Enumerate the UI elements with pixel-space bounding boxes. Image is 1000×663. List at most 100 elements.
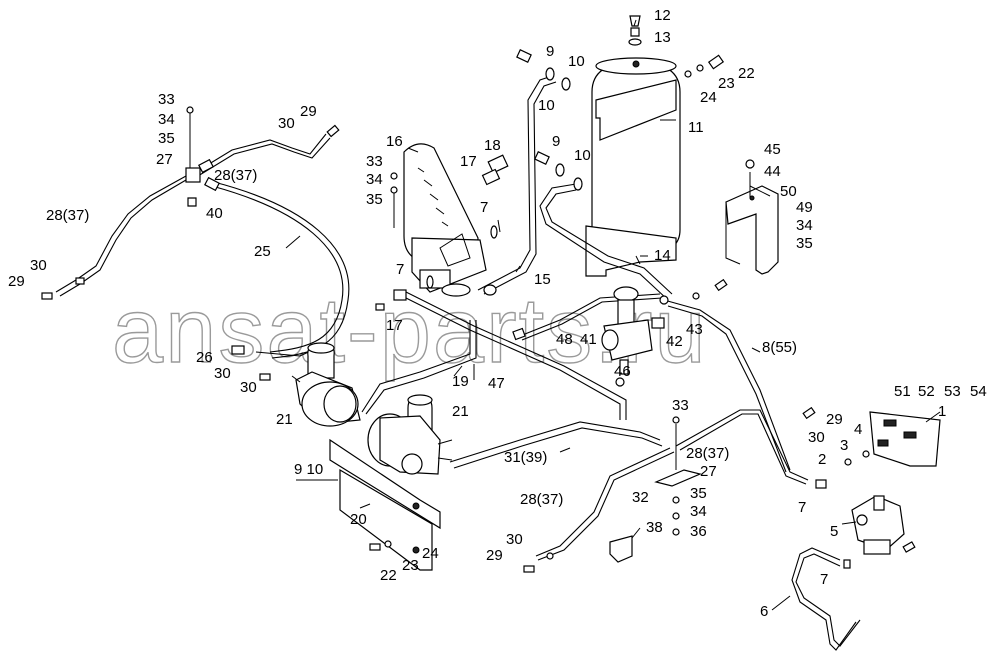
callout-41: 41 <box>580 331 597 348</box>
callout-14: 14 <box>654 247 671 264</box>
flex-hose <box>791 547 861 651</box>
callout-29: 29 <box>300 103 317 120</box>
callout-31-39: 31(39) <box>504 449 547 466</box>
callout-5: 5 <box>830 523 838 540</box>
callout-1: 1 <box>938 403 946 420</box>
callout-42: 42 <box>666 333 683 350</box>
callout-27: 27 <box>156 151 173 168</box>
callout-18: 18 <box>484 137 501 154</box>
callout-19: 19 <box>452 373 469 390</box>
callout-28-37: 28(37) <box>686 445 729 462</box>
callout-26: 26 <box>196 349 213 366</box>
callout-47: 47 <box>488 375 505 392</box>
callout-30: 30 <box>278 115 295 132</box>
callout-17: 17 <box>460 153 477 170</box>
tank-drain-valve <box>628 15 642 46</box>
callout-10: 10 <box>568 53 585 70</box>
callout-34: 34 <box>690 503 707 520</box>
callout-28-37: 28(37) <box>214 167 257 184</box>
callout-labels: 12 13 9 10 10 11 22 23 24 33 34 35 27 29… <box>8 7 987 620</box>
callout-35: 35 <box>366 191 383 208</box>
callout-7: 7 <box>798 499 806 516</box>
callout-22: 22 <box>738 65 755 82</box>
callout-7: 7 <box>820 571 828 588</box>
callout-54: 54 <box>970 383 987 400</box>
callout-6: 6 <box>760 603 768 620</box>
callout-20: 20 <box>350 511 367 528</box>
callout-27: 27 <box>700 463 717 480</box>
callout-53: 53 <box>944 383 961 400</box>
callout-35: 35 <box>690 485 707 502</box>
callout-35: 35 <box>158 130 175 147</box>
fittings <box>231 49 916 573</box>
callout-23: 23 <box>718 75 735 92</box>
callout-40: 40 <box>206 205 223 222</box>
callout-28-37: 28(37) <box>520 491 563 508</box>
center-pipe-network <box>255 75 809 561</box>
callout-7: 7 <box>480 199 488 216</box>
callout-28-37: 28(37) <box>46 207 89 224</box>
callout-34: 34 <box>366 171 383 188</box>
callout-24: 24 <box>422 545 439 562</box>
callout-49: 49 <box>796 199 813 216</box>
callout-22: 22 <box>380 567 397 584</box>
callout-4: 4 <box>854 421 862 438</box>
brake-chamber-left <box>291 342 361 427</box>
callout-9-10: 9 10 <box>294 461 323 478</box>
callout-32: 32 <box>632 489 649 506</box>
callout-33: 33 <box>158 91 175 108</box>
right-bracket <box>725 159 779 275</box>
callout-21: 21 <box>276 411 293 428</box>
callout-34: 34 <box>796 217 813 234</box>
callout-24: 24 <box>700 89 717 106</box>
air-receiver-tank <box>585 57 681 277</box>
callout-45: 45 <box>764 141 781 158</box>
small-bracket-32 <box>654 469 702 487</box>
small-bracket-38 <box>609 535 633 563</box>
callout-30: 30 <box>506 531 523 548</box>
callout-29: 29 <box>826 411 843 428</box>
callout-16: 16 <box>386 133 403 150</box>
mounting-plate <box>869 411 941 467</box>
callout-15: 15 <box>534 271 551 288</box>
hand-brake-valve <box>601 286 653 375</box>
callout-29: 29 <box>8 273 25 290</box>
callout-33: 33 <box>672 397 689 414</box>
callout-9: 9 <box>546 43 554 60</box>
left-pipe-assembly <box>41 106 350 359</box>
callout-2: 2 <box>818 451 826 468</box>
callout-10: 10 <box>574 147 591 164</box>
callout-21: 21 <box>452 403 469 420</box>
callout-25: 25 <box>254 243 271 260</box>
callout-17: 17 <box>386 317 403 334</box>
callout-8-55: 8(55) <box>762 339 797 356</box>
leader-lines <box>285 19 941 611</box>
callout-29: 29 <box>486 547 503 564</box>
mounting-bracket <box>329 438 441 571</box>
callout-11: 11 <box>688 119 704 136</box>
callout-43: 43 <box>686 321 703 338</box>
callout-33: 33 <box>366 153 383 170</box>
callout-51: 51 <box>894 383 911 400</box>
callout-7: 7 <box>396 261 404 278</box>
callout-12: 12 <box>654 7 671 24</box>
callout-48: 48 <box>556 331 573 348</box>
callout-44: 44 <box>764 163 781 180</box>
callout-30: 30 <box>30 257 47 274</box>
callout-35: 35 <box>796 235 813 252</box>
callout-30: 30 <box>808 429 825 446</box>
callout-34: 34 <box>158 111 175 128</box>
callout-38: 38 <box>646 519 663 536</box>
callout-3: 3 <box>840 437 848 454</box>
callout-30: 30 <box>240 379 257 396</box>
callout-46: 46 <box>614 363 631 380</box>
brake-chamber-right <box>367 394 453 475</box>
callout-36: 36 <box>690 523 707 540</box>
callout-10: 10 <box>538 97 555 114</box>
callout-13: 13 <box>654 29 671 46</box>
callout-52: 52 <box>918 383 935 400</box>
relay-valve <box>851 495 905 555</box>
callout-30: 30 <box>214 365 231 382</box>
callout-50: 50 <box>780 183 797 200</box>
